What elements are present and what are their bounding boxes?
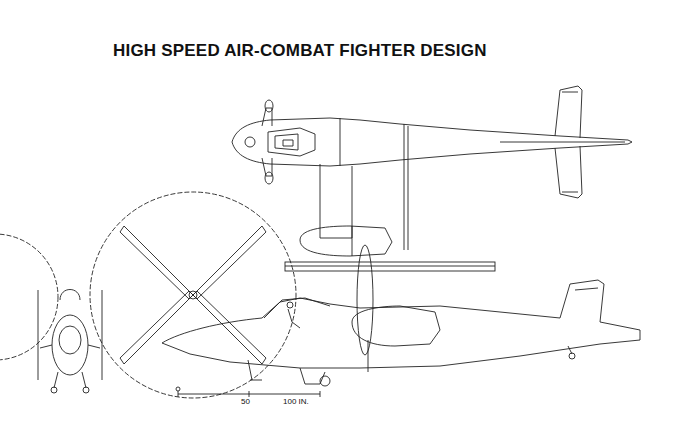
scale-label: 100 IN. — [282, 397, 310, 406]
side-view — [0, 192, 640, 398]
scale-bar — [176, 387, 320, 397]
plan-view — [232, 86, 632, 271]
front-view — [38, 290, 102, 394]
drawing-title: HIGH SPEED AIR-COMBAT FIGHTER DESIGN — [113, 41, 487, 61]
scale-label: 50 — [240, 397, 251, 406]
